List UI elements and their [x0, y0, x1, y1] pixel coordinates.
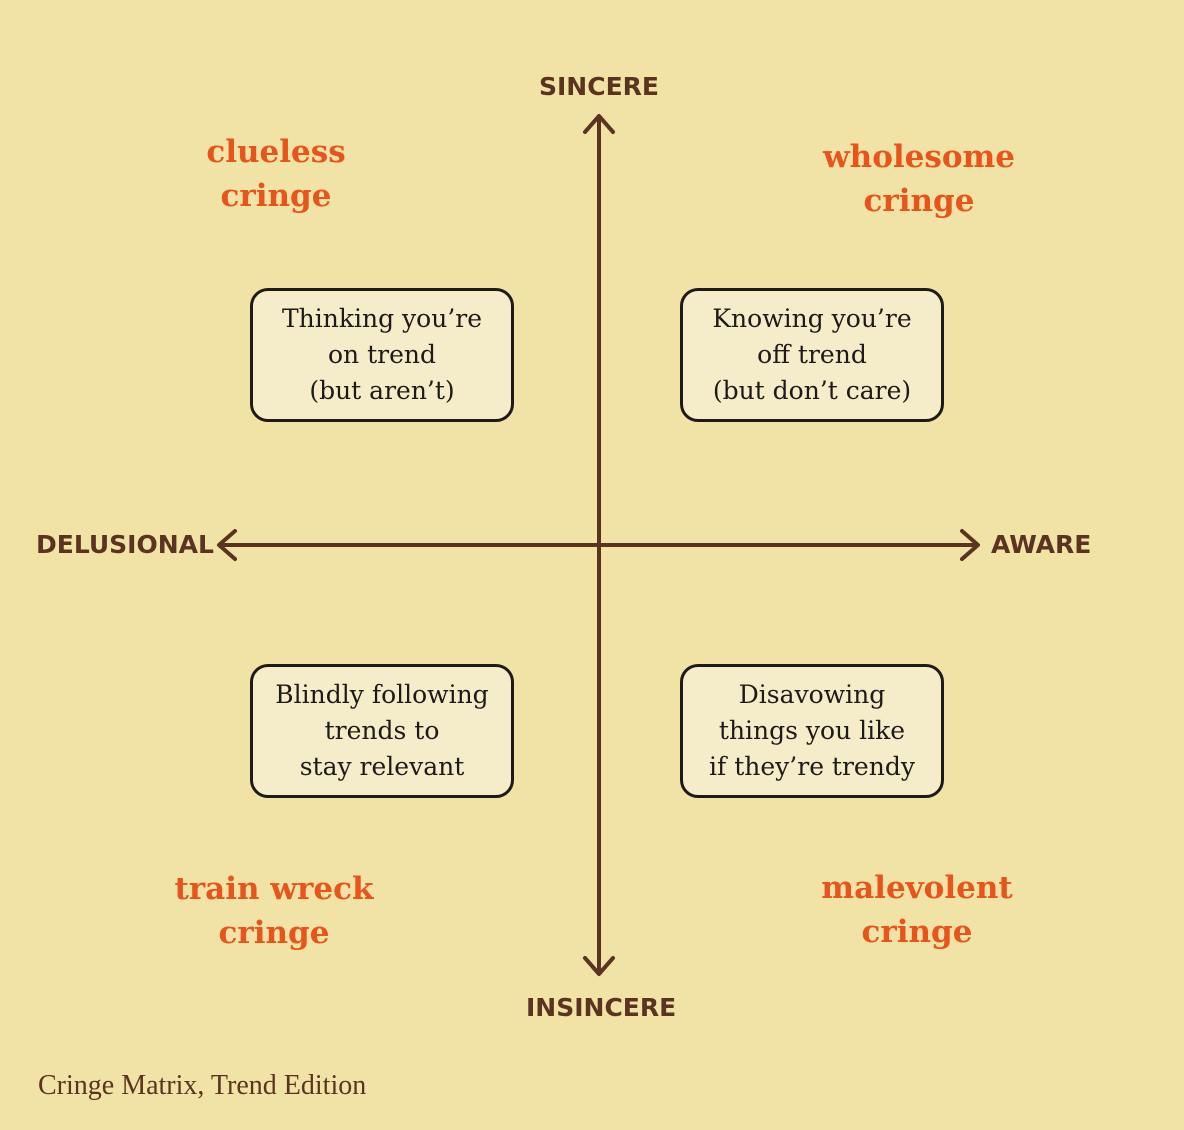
- box-text-line: (but aren’t): [309, 376, 455, 405]
- arrow-left-icon: [217, 529, 237, 561]
- box-text-line: if they’re trendy: [709, 752, 915, 781]
- axis-label-insincere: INSINCERE: [526, 993, 677, 1022]
- box-text-line: trends to: [324, 716, 440, 745]
- arrow-up-icon: [583, 114, 615, 134]
- box-text-line: off trend: [757, 340, 867, 369]
- box-text-line: Thinking you’re: [281, 304, 483, 333]
- box-text-line: (but don’t care): [712, 376, 912, 405]
- quadrant-label-line: wholesome: [822, 139, 1016, 175]
- box-text-line: Blindly following: [275, 680, 489, 709]
- quadrant-label-line: cringe: [861, 914, 973, 950]
- box-text-line: stay relevant: [299, 752, 465, 781]
- quadrant-box-bottom-right: Disavowing things you like if they’re tr…: [680, 664, 944, 798]
- quadrant-label-line: clueless: [206, 134, 346, 170]
- axis-label-delusional: DELUSIONAL: [36, 530, 214, 559]
- quadrant-label-train-wreck: train wreck cringe: [124, 867, 424, 955]
- quadrant-box-top-right: Knowing you’re off trend (but don’t care…: [680, 288, 944, 422]
- quadrant-label-wholesome: wholesome cringe: [769, 135, 1069, 223]
- quadrant-label-line: train wreck: [174, 871, 374, 907]
- arrow-right-icon: [960, 529, 980, 561]
- quadrant-box-bottom-left: Blindly following trends to stay relevan…: [250, 664, 514, 798]
- quadrant-label-line: cringe: [220, 178, 332, 214]
- quadrant-label-clueless: clueless cringe: [126, 130, 426, 218]
- box-text-line: Disavowing: [738, 680, 886, 709]
- quadrant-label-line: cringe: [863, 183, 975, 219]
- axis-label-sincere: SINCERE: [539, 72, 659, 101]
- axis-label-aware: AWARE: [991, 530, 1092, 559]
- quadrant-box-top-left: Thinking you’re on trend (but aren’t): [250, 288, 514, 422]
- box-text-line: Knowing you’re: [712, 304, 912, 333]
- figure-caption: Cringe Matrix, Trend Edition: [38, 1070, 367, 1101]
- quadrant-label-line: cringe: [218, 915, 330, 951]
- box-text-line: things you like: [718, 716, 906, 745]
- arrow-down-icon: [583, 956, 615, 976]
- quadrant-label-malevolent: malevolent cringe: [767, 866, 1067, 954]
- quadrant-label-line: malevolent: [821, 870, 1013, 906]
- box-text-line: on trend: [328, 340, 436, 369]
